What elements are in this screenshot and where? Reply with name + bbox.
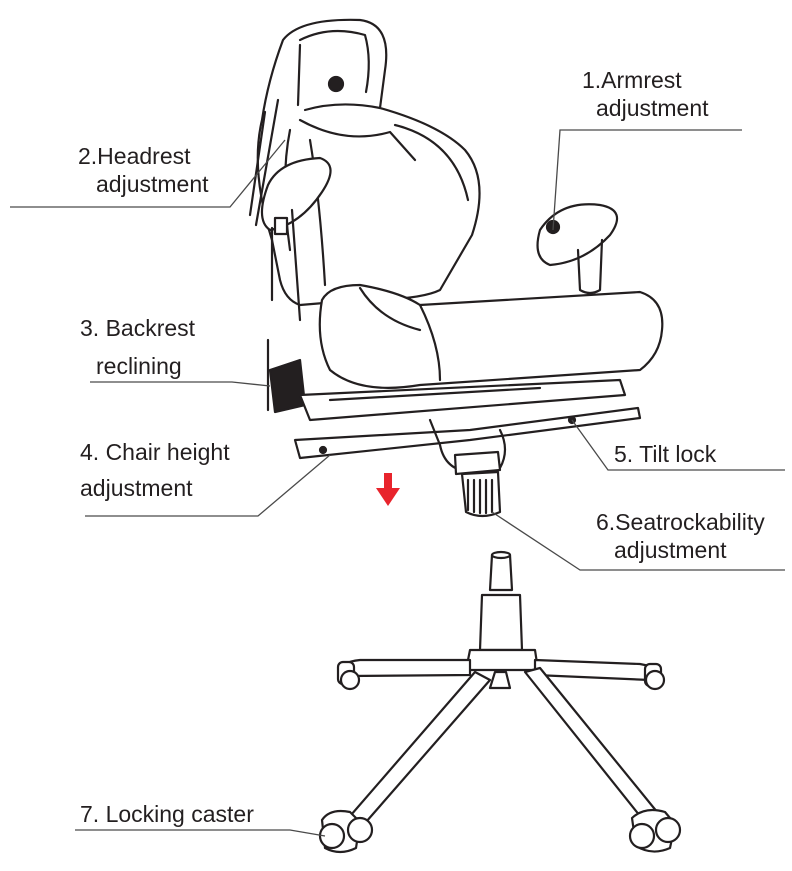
callout-chair-height: 4. Chair height adjustment (80, 438, 230, 502)
callout-backrest: 3. Backrest reclining (80, 314, 195, 380)
caster-front-right (628, 808, 682, 853)
insert-arrow-icon (376, 473, 400, 506)
seat-drawing (318, 283, 664, 389)
leader-backrest (90, 381, 271, 387)
callout-armrest-line1: 1.Armrest (582, 67, 682, 93)
caster-front-left (318, 809, 374, 854)
leader-caster (75, 829, 326, 837)
callout-headrest-line2: adjustment (96, 171, 209, 197)
callout-locking-caster: 7. Locking caster (80, 800, 254, 828)
callout-armrest: 1.Armrest adjustment (582, 66, 709, 122)
callout-headrest-line1: 2.Headrest (78, 143, 191, 169)
backrest-drawing (248, 18, 481, 307)
leader-armrest (552, 129, 742, 231)
callout-seatrockability: 6.Seatrockability adjustment (596, 508, 765, 564)
callout-chair-height-line2: adjustment (80, 475, 193, 501)
gas-cylinder-drawing (460, 470, 502, 518)
callout-headrest: 2.Headrest adjustment (78, 142, 209, 198)
callout-seatrockability-line2: adjustment (614, 537, 727, 563)
left-armrest-drawing (260, 156, 332, 322)
leader-tilt-lock (571, 419, 785, 471)
callout-armrest-line2: adjustment (596, 95, 709, 121)
right-armrest-drawing (536, 203, 619, 295)
callout-backrest-line2: reclining (96, 353, 182, 379)
leader-seatrock (491, 511, 785, 571)
callout-backrest-line1: 3. Backrest (80, 315, 196, 341)
caster-back-right (643, 662, 666, 691)
callout-chair-height-line1: 4. Chair height (80, 439, 230, 465)
callout-tilt-lock: 5. Tilt lock (614, 440, 716, 468)
base-drawing (318, 550, 682, 854)
leader-headrest (10, 139, 286, 208)
callout-tilt-lock-line1: 5. Tilt lock (614, 441, 717, 467)
caster-back-left (336, 660, 361, 691)
callout-seatrockability-line1: 6.Seatrockability (596, 509, 765, 535)
leader-chair-height (85, 454, 331, 517)
mechanism-drawing (266, 338, 642, 476)
callout-locking-caster-line1: 7. Locking caster (80, 801, 254, 827)
